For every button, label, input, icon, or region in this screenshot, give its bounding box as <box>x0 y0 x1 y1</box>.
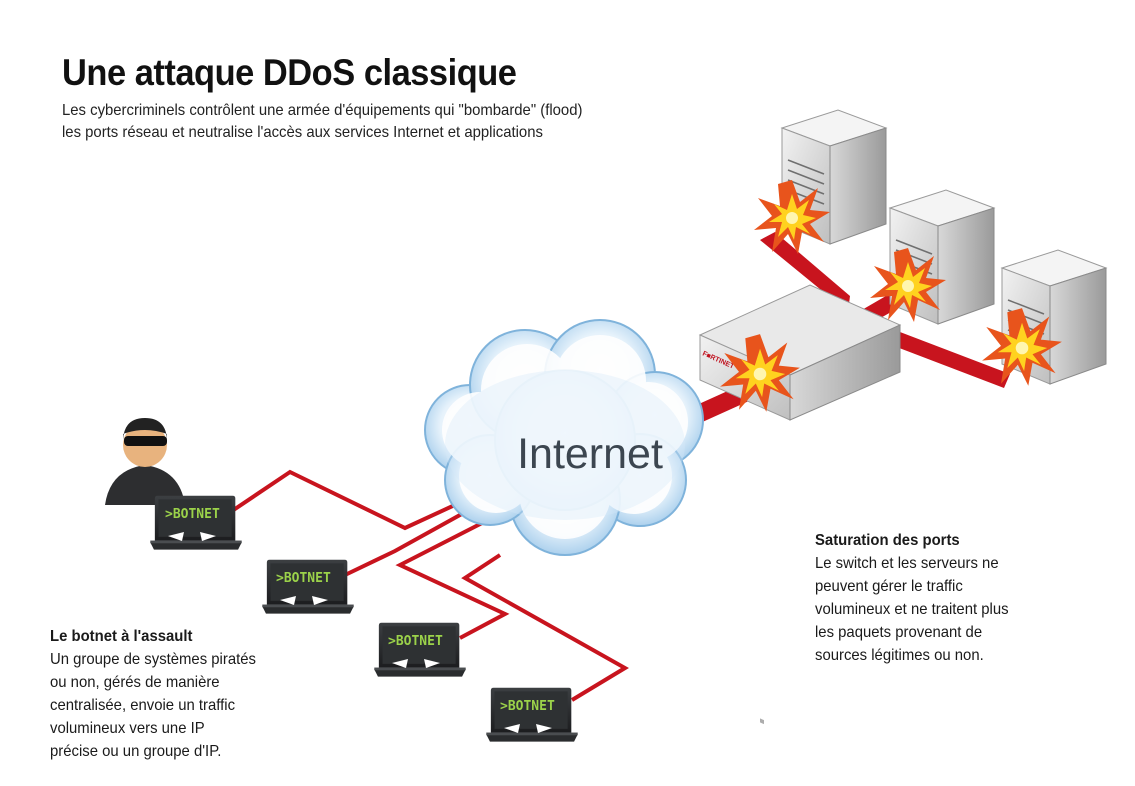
page-title: Une attaque DDoS classique <box>62 52 517 93</box>
botnet-label: >BOTNET <box>388 634 443 649</box>
botnet-laptop-2: >BOTNET <box>262 559 354 614</box>
botnet-laptop-1: >BOTNET <box>150 495 242 550</box>
ports-description: Saturation des ports Le switch et les se… <box>815 530 1048 667</box>
link-switch-server-3 <box>894 332 1010 388</box>
attack-line-1 <box>230 469 471 531</box>
botnet-description: Le botnet à l'assault Un groupe de systè… <box>50 626 283 763</box>
botnet-heading: Le botnet à l'assault <box>50 628 193 645</box>
botnet-label: >BOTNET <box>276 571 331 586</box>
internet-cloud: Internet <box>424 319 704 556</box>
cloud-label: Internet <box>517 430 663 478</box>
attack-line-3 <box>395 518 510 640</box>
attack-line-4 <box>461 553 629 702</box>
botnet-body: Un groupe de systèmes piratés ou non, gé… <box>50 651 256 760</box>
botnet-label: >BOTNET <box>165 507 220 522</box>
attack-line-2 <box>344 503 479 577</box>
link-switch-server-1 <box>760 232 850 312</box>
hacker-icon <box>105 418 185 505</box>
page-subtitle: Les cybercriminels contrôlent une armée … <box>62 102 583 141</box>
server-1 <box>780 109 888 245</box>
botnet-laptop-3: >BOTNET <box>374 622 466 677</box>
attack-lines <box>230 469 629 702</box>
ports-body: Le switch et les serveurs ne peuvent gér… <box>815 555 1009 664</box>
ports-heading: Saturation des ports <box>815 532 960 549</box>
botnet-laptop-4: >BOTNET <box>486 687 578 742</box>
botnet-label: >BOTNET <box>500 699 555 714</box>
